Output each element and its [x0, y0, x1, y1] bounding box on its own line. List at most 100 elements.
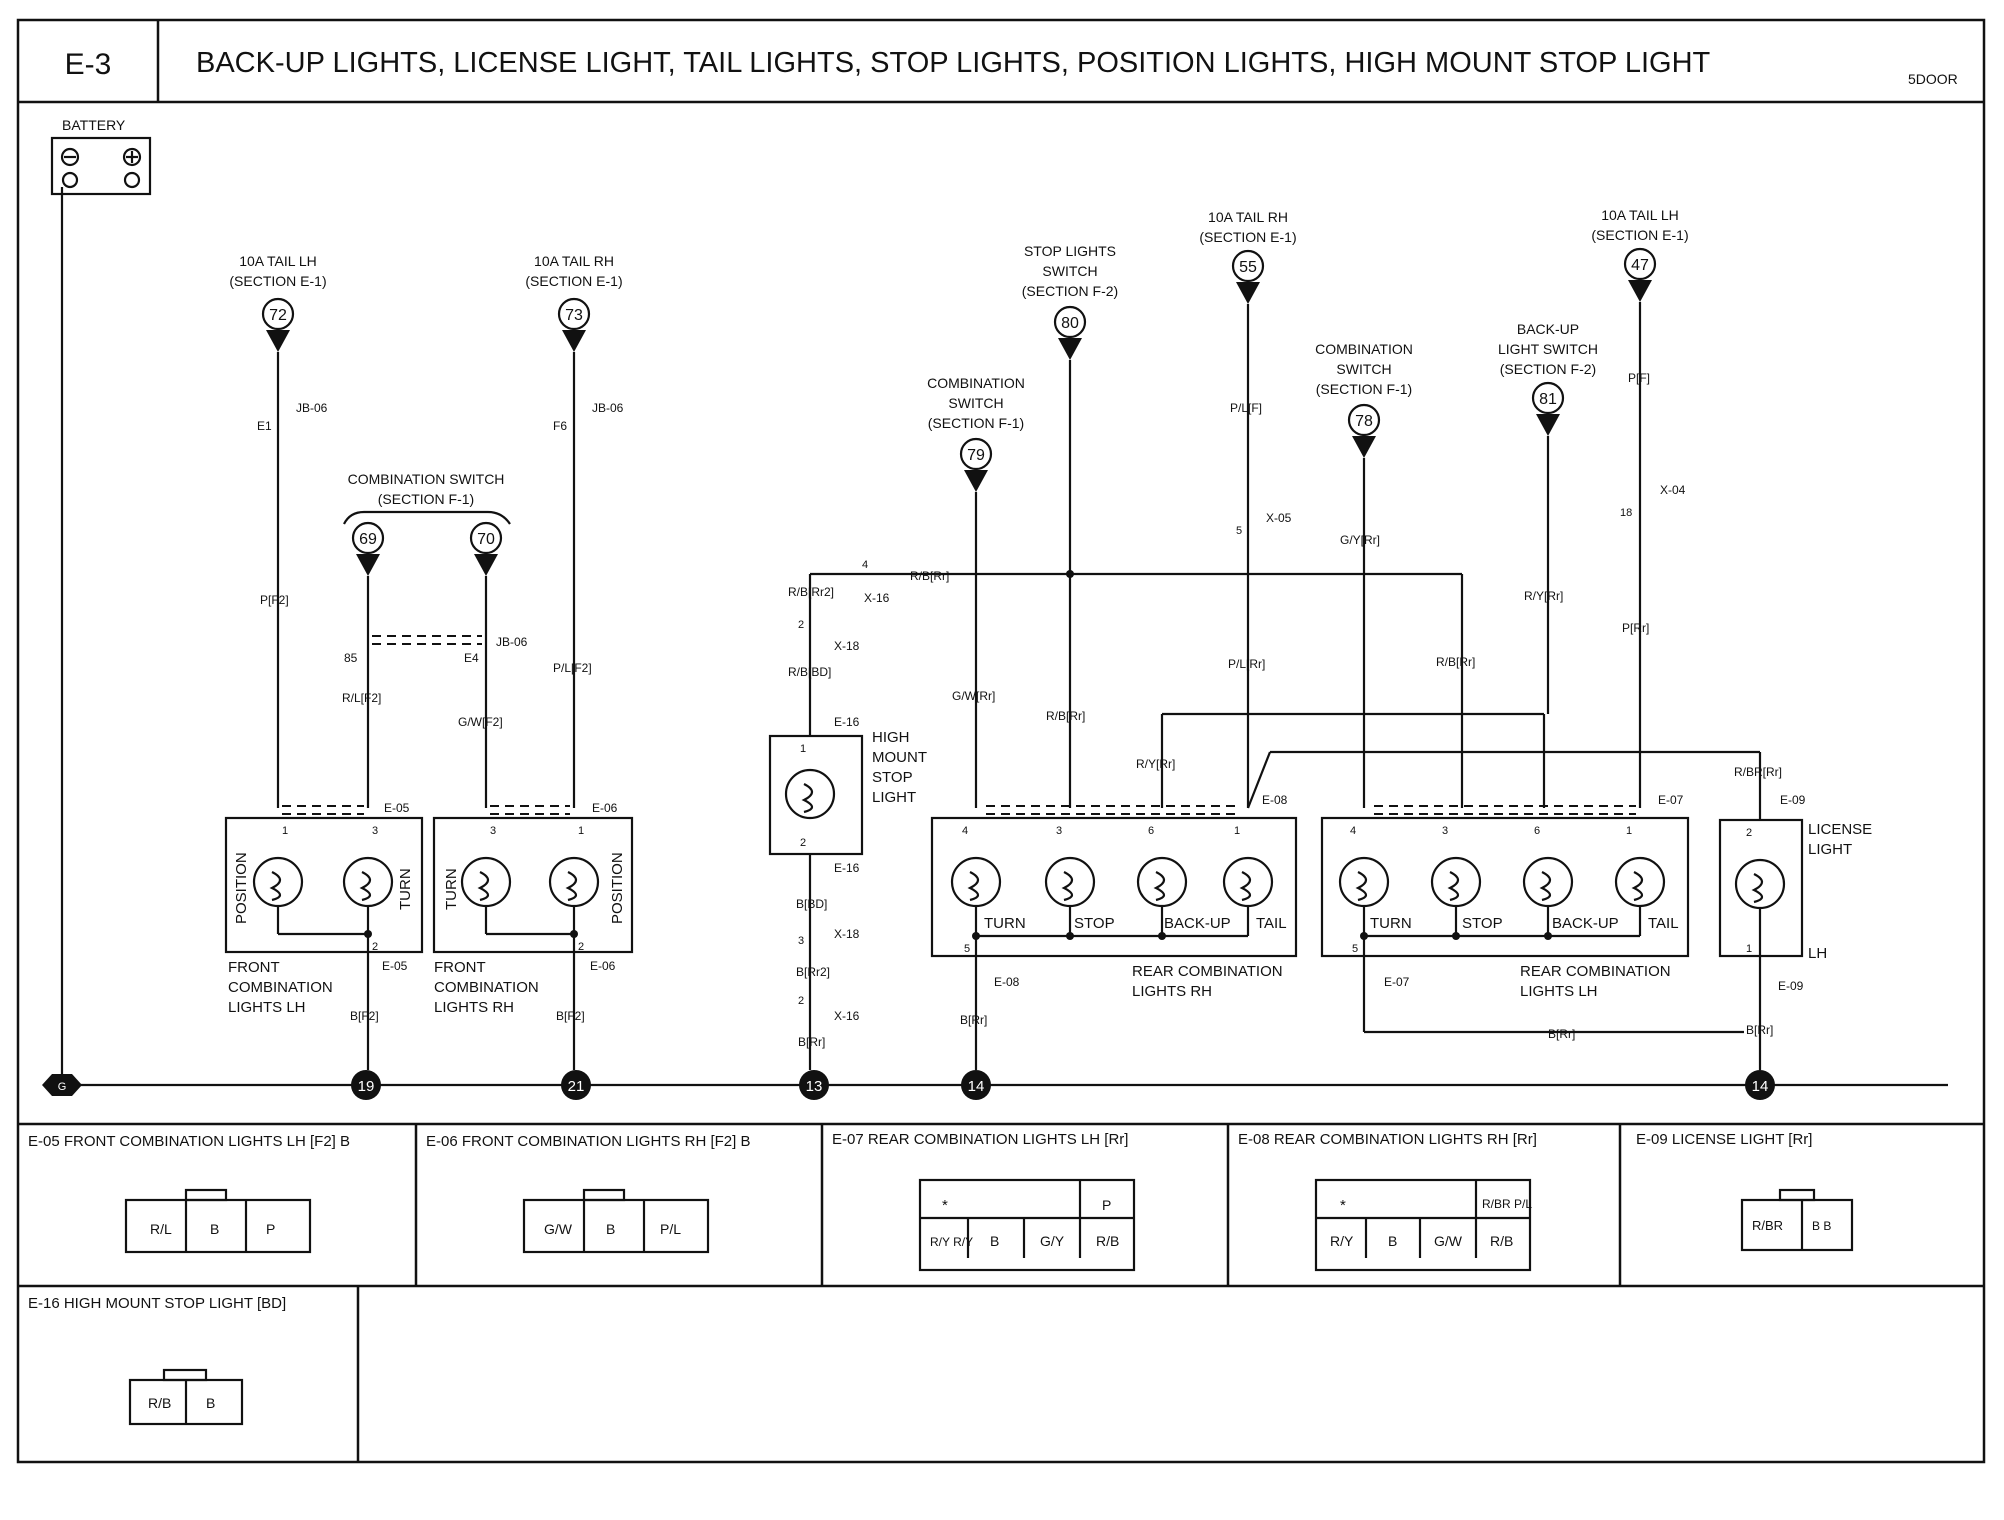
svg-text:4: 4: [1350, 825, 1356, 837]
svg-text:B[Rr]: B[Rr]: [798, 1035, 825, 1049]
svg-text:4: 4: [862, 559, 868, 571]
svg-text:G/W: G/W: [1434, 1233, 1463, 1249]
svg-text:70: 70: [477, 531, 495, 548]
ground-point-13: 13: [799, 1070, 829, 1100]
svg-text:COMBINATION: COMBINATION: [228, 979, 333, 996]
svg-text:14: 14: [1752, 1078, 1769, 1095]
svg-text:E-07: E-07: [1384, 975, 1410, 989]
svg-text:LIGHT: LIGHT: [1808, 841, 1852, 858]
svg-text:TURN: TURN: [443, 868, 460, 910]
svg-text:R/Y R/Y: R/Y R/Y: [930, 1235, 973, 1249]
svg-text:X-16: X-16: [864, 591, 890, 605]
svg-text:E1: E1: [257, 419, 272, 433]
svg-text:(SECTION F-2): (SECTION F-2): [1022, 283, 1118, 299]
svg-text:LIGHTS LH: LIGHTS LH: [1520, 983, 1598, 1000]
svg-text:1: 1: [282, 825, 288, 837]
svg-text:P/L[F2]: P/L[F2]: [553, 661, 592, 675]
svg-text:BACK-UP: BACK-UP: [1164, 915, 1231, 932]
svg-text:B[F2]: B[F2]: [350, 1009, 379, 1023]
svg-text:BACK-UP: BACK-UP: [1552, 915, 1619, 932]
svg-text:55: 55: [1239, 259, 1257, 276]
ground-point-14-left: 14: [961, 1070, 991, 1100]
svg-text:79: 79: [967, 447, 985, 464]
svg-text:P: P: [1102, 1197, 1111, 1213]
svg-text:21: 21: [568, 1078, 585, 1095]
svg-text:2: 2: [1746, 827, 1752, 839]
svg-text:10A TAIL LH: 10A TAIL LH: [1601, 207, 1679, 223]
rear-combination-lights-lh: E-07 4 3 6 1 TURN STOP BACK-UP TAIL 5 RE…: [1320, 793, 1690, 1000]
svg-text:E-16: E-16: [834, 861, 860, 875]
svg-text:LIGHT SWITCH: LIGHT SWITCH: [1498, 341, 1598, 357]
svg-text:JB-06: JB-06: [296, 401, 328, 415]
source-81: BACK-UP LIGHT SWITCH (SECTION F-2) 81: [1498, 321, 1598, 436]
svg-text:85: 85: [344, 651, 358, 665]
connector-e06: E-06 FRONT COMBINATION LIGHTS RH [F2] B …: [426, 1133, 751, 1254]
svg-text:LH: LH: [1808, 945, 1827, 962]
connector-e07: E-07 REAR COMBINATION LIGHTS LH [Rr] * P…: [832, 1131, 1136, 1272]
svg-text:13: 13: [806, 1078, 823, 1095]
battery: BATTERY: [50, 117, 152, 196]
source-comb-switch-69-70: COMBINATION SWITCH (SECTION F-1) 69 70: [343, 471, 511, 576]
svg-text:E4: E4: [464, 651, 479, 665]
svg-text:B B: B B: [1812, 1219, 1831, 1233]
svg-text:2: 2: [798, 995, 804, 1007]
svg-text:B: B: [606, 1221, 615, 1237]
svg-text:LIGHTS RH: LIGHTS RH: [434, 999, 514, 1016]
svg-text:(SECTION F-1): (SECTION F-1): [928, 415, 1024, 431]
source-72: 10A TAIL LH (SECTION E-1) 72: [229, 253, 327, 352]
svg-text:REAR COMBINATION: REAR COMBINATION: [1520, 963, 1671, 980]
source-79: COMBINATION SWITCH (SECTION F-1) 79: [927, 375, 1025, 492]
svg-text:BACK-UP: BACK-UP: [1517, 321, 1579, 337]
svg-text:SWITCH: SWITCH: [948, 395, 1003, 411]
svg-text:SWITCH: SWITCH: [1042, 263, 1097, 279]
svg-text:81: 81: [1539, 391, 1557, 408]
svg-text:73: 73: [565, 307, 583, 324]
svg-text:(SECTION F-2): (SECTION F-2): [1500, 361, 1596, 377]
svg-text:X-18: X-18: [834, 927, 860, 941]
rear-combination-lights-rh: E-08 4 3 6 1 TURN STOP BACK-UP TAIL 5 RE…: [930, 793, 1298, 1000]
svg-text:18: 18: [1620, 507, 1632, 519]
connector-e09: E-09 LICENSE LIGHT [Rr] R/BR B B: [1636, 1131, 1854, 1252]
svg-text:3: 3: [372, 825, 378, 837]
svg-text:E-08: E-08: [1262, 793, 1288, 807]
svg-text:FRONT: FRONT: [434, 959, 486, 976]
source-55: 10A TAIL RH (SECTION E-1) 55: [1199, 209, 1297, 304]
svg-text:TURN: TURN: [1370, 915, 1412, 932]
svg-text:JB-06: JB-06: [592, 401, 624, 415]
svg-text:R/BR[Rr]: R/BR[Rr]: [1734, 765, 1782, 779]
svg-text:R/L[F2]: R/L[F2]: [342, 691, 381, 705]
svg-text:REAR COMBINATION: REAR COMBINATION: [1132, 963, 1283, 980]
svg-text:E-08: E-08: [994, 975, 1020, 989]
svg-text:R/BR: R/BR: [1752, 1218, 1783, 1233]
svg-text:B[Rr]: B[Rr]: [1548, 1027, 1575, 1041]
connector-e08: E-08 REAR COMBINATION LIGHTS RH [Rr] * R…: [1238, 1131, 1537, 1272]
svg-text:B: B: [210, 1221, 219, 1237]
svg-text:E-06 FRONT COMBINATION LIGHTS: E-06 FRONT COMBINATION LIGHTS RH [F2] B: [426, 1133, 751, 1150]
svg-text:X-04: X-04: [1660, 483, 1686, 497]
svg-text:(SECTION E-1): (SECTION E-1): [1591, 227, 1688, 243]
svg-text:B[BD]: B[BD]: [796, 897, 827, 911]
svg-text:G/W[Rr]: G/W[Rr]: [952, 689, 995, 703]
svg-text:G: G: [58, 1081, 67, 1093]
svg-text:R/Y[Rr]: R/Y[Rr]: [1136, 757, 1175, 771]
svg-text:P/L[F]: P/L[F]: [1230, 401, 1262, 415]
svg-text:E-09: E-09: [1780, 793, 1806, 807]
svg-text:E-05: E-05: [382, 959, 408, 973]
svg-text:LIGHT: LIGHT: [872, 789, 916, 806]
svg-text:R/B[Rr2]: R/B[Rr2]: [788, 585, 834, 599]
ground-point-19: 19: [351, 1070, 381, 1100]
svg-text:B[Rr2]: B[Rr2]: [796, 965, 830, 979]
svg-text:19: 19: [358, 1078, 375, 1095]
svg-text:1: 1: [578, 825, 584, 837]
svg-text:TAIL: TAIL: [1648, 915, 1679, 932]
svg-text:2: 2: [578, 941, 584, 953]
svg-text:E-09: E-09: [1778, 979, 1804, 993]
svg-text:(SECTION F-1): (SECTION F-1): [378, 491, 474, 507]
svg-text:P/L[Rr]: P/L[Rr]: [1228, 657, 1265, 671]
svg-text:G/Y[Rr]: G/Y[Rr]: [1340, 533, 1380, 547]
svg-text:R/B: R/B: [1490, 1233, 1513, 1249]
svg-text:*: *: [942, 1197, 948, 1214]
high-mount-stop-light: 1 2 HIGH MOUNT STOP LIGHT: [768, 729, 927, 856]
svg-text:3: 3: [490, 825, 496, 837]
